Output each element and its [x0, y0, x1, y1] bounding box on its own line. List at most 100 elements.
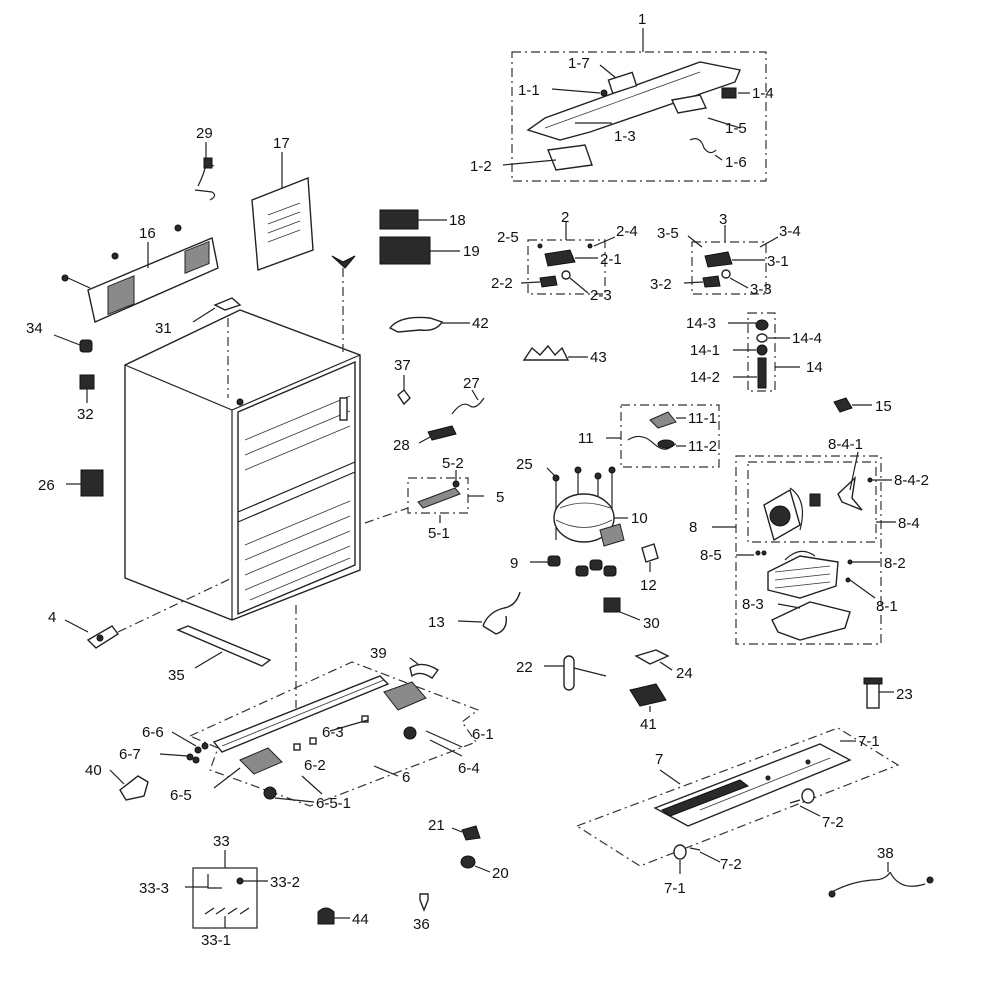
group-3-hinge: 3 3-5 3-4 3-1 3-2 3-3	[650, 211, 801, 298]
group-3-boundary	[691, 241, 767, 295]
label-40: 40	[85, 762, 102, 779]
part-16-vent-right	[184, 240, 210, 274]
part-23	[866, 681, 880, 709]
part-8-3-tray	[771, 601, 851, 641]
label-24: 24	[676, 665, 693, 682]
label-7-1-bottom: 7-1	[664, 880, 686, 897]
label-6-7: 6-7	[119, 746, 141, 763]
part-31	[213, 297, 242, 311]
label-3-5: 3-5	[657, 225, 679, 242]
part-7-1-foot-right	[801, 788, 815, 804]
label-17: 17	[273, 135, 290, 152]
part-21	[461, 825, 481, 841]
label-20: 20	[492, 865, 509, 882]
label-11-2: 11-2	[688, 438, 717, 455]
label-3: 3	[719, 211, 727, 228]
middle-parts: 42 43 37 27 28 5-2 5 5-1	[364, 315, 607, 542]
part-hinge-pin	[331, 255, 356, 269]
label-14-2: 14-2	[690, 369, 720, 386]
part-1-6-wire	[689, 138, 717, 154]
part-36	[419, 893, 429, 912]
part-15	[833, 397, 853, 413]
label-14: 14	[806, 359, 823, 376]
label-3-4: 3-4	[779, 223, 801, 240]
label-41: 41	[640, 716, 657, 733]
part-1-7	[607, 71, 638, 95]
part-11-1	[649, 411, 677, 429]
label-2-3: 2-3	[590, 287, 612, 304]
part-1-5	[670, 94, 708, 114]
label-13: 13	[428, 614, 445, 631]
part-2-2	[539, 275, 558, 288]
label-36: 36	[413, 916, 430, 933]
label-1-5: 1-5	[725, 120, 747, 137]
part-6-4-roller	[403, 726, 417, 740]
part-6-1-bracket	[383, 681, 427, 711]
label-6-4: 6-4	[458, 760, 480, 777]
part-14-4	[756, 333, 768, 343]
part-7-plate-edge	[660, 779, 750, 817]
part-16-vent-left	[107, 275, 135, 316]
part-34	[79, 339, 93, 353]
group-6-boundary	[188, 661, 480, 807]
group-2-boundary	[527, 239, 606, 295]
label-34: 34	[26, 320, 43, 337]
group-8-boundary	[735, 455, 882, 645]
part-37	[397, 388, 411, 406]
part-14-2	[757, 357, 767, 389]
group-8-4-boundary	[747, 461, 877, 543]
label-3-3: 3-3	[750, 281, 772, 298]
part-10-terminal-box	[599, 523, 625, 547]
part-9-grommet	[547, 555, 561, 567]
label-8-4-2: 8-4-2	[894, 472, 929, 489]
label-4: 4	[48, 609, 56, 626]
label-38: 38	[877, 845, 894, 862]
label-33: 33	[213, 833, 230, 850]
compressor-area: 25 10 9 11-1 11-2 11 12	[428, 404, 720, 635]
part-32	[79, 374, 95, 390]
label-35: 35	[168, 667, 185, 684]
part-1-4	[721, 87, 737, 99]
part-3-1	[704, 251, 733, 268]
label-3-1: 3-1	[767, 253, 789, 270]
part-44	[317, 907, 335, 925]
label-7-1-top: 7-1	[858, 733, 880, 750]
part-35-rail	[176, 625, 272, 667]
part-13-tube	[482, 591, 521, 635]
label-42: 42	[472, 315, 489, 332]
label-8-1: 8-1	[876, 598, 898, 615]
label-1-2: 1-2	[470, 158, 492, 175]
part-27	[451, 397, 485, 415]
label-14-3: 14-3	[686, 315, 716, 332]
label-2-2: 2-2	[491, 275, 513, 292]
part-30	[603, 597, 621, 613]
label-5: 5	[496, 489, 504, 506]
label-18: 18	[449, 212, 466, 229]
guide-5-cabinet	[364, 507, 409, 524]
label-6: 6	[402, 769, 410, 786]
label-1-4: 1-4	[752, 85, 774, 102]
part-40	[119, 775, 149, 801]
part-24	[634, 649, 670, 665]
part-33-2	[236, 877, 244, 885]
label-1-1: 1-1	[518, 82, 540, 99]
label-29: 29	[196, 125, 213, 142]
part-20	[460, 855, 476, 869]
cabinet-divider	[237, 461, 356, 523]
label-1: 1	[638, 11, 646, 28]
label-11: 11	[578, 430, 594, 447]
upper-left-parts: 16 17 29 18 19	[61, 125, 480, 323]
part-14-3	[755, 319, 769, 331]
label-7: 7	[655, 751, 663, 768]
part-29-cord	[194, 162, 216, 201]
label-26: 26	[38, 477, 55, 494]
label-8-4: 8-4	[898, 515, 920, 532]
part-8-4-1-fan	[837, 476, 863, 511]
group-2-hinge: 2 2-5 2-4 2-1 2-2 2-3	[491, 209, 638, 304]
part-39	[409, 663, 440, 679]
part-41	[629, 683, 667, 707]
group-1-boundary	[511, 51, 767, 182]
label-15: 15	[875, 398, 892, 415]
label-14-1: 14-1	[690, 342, 720, 359]
